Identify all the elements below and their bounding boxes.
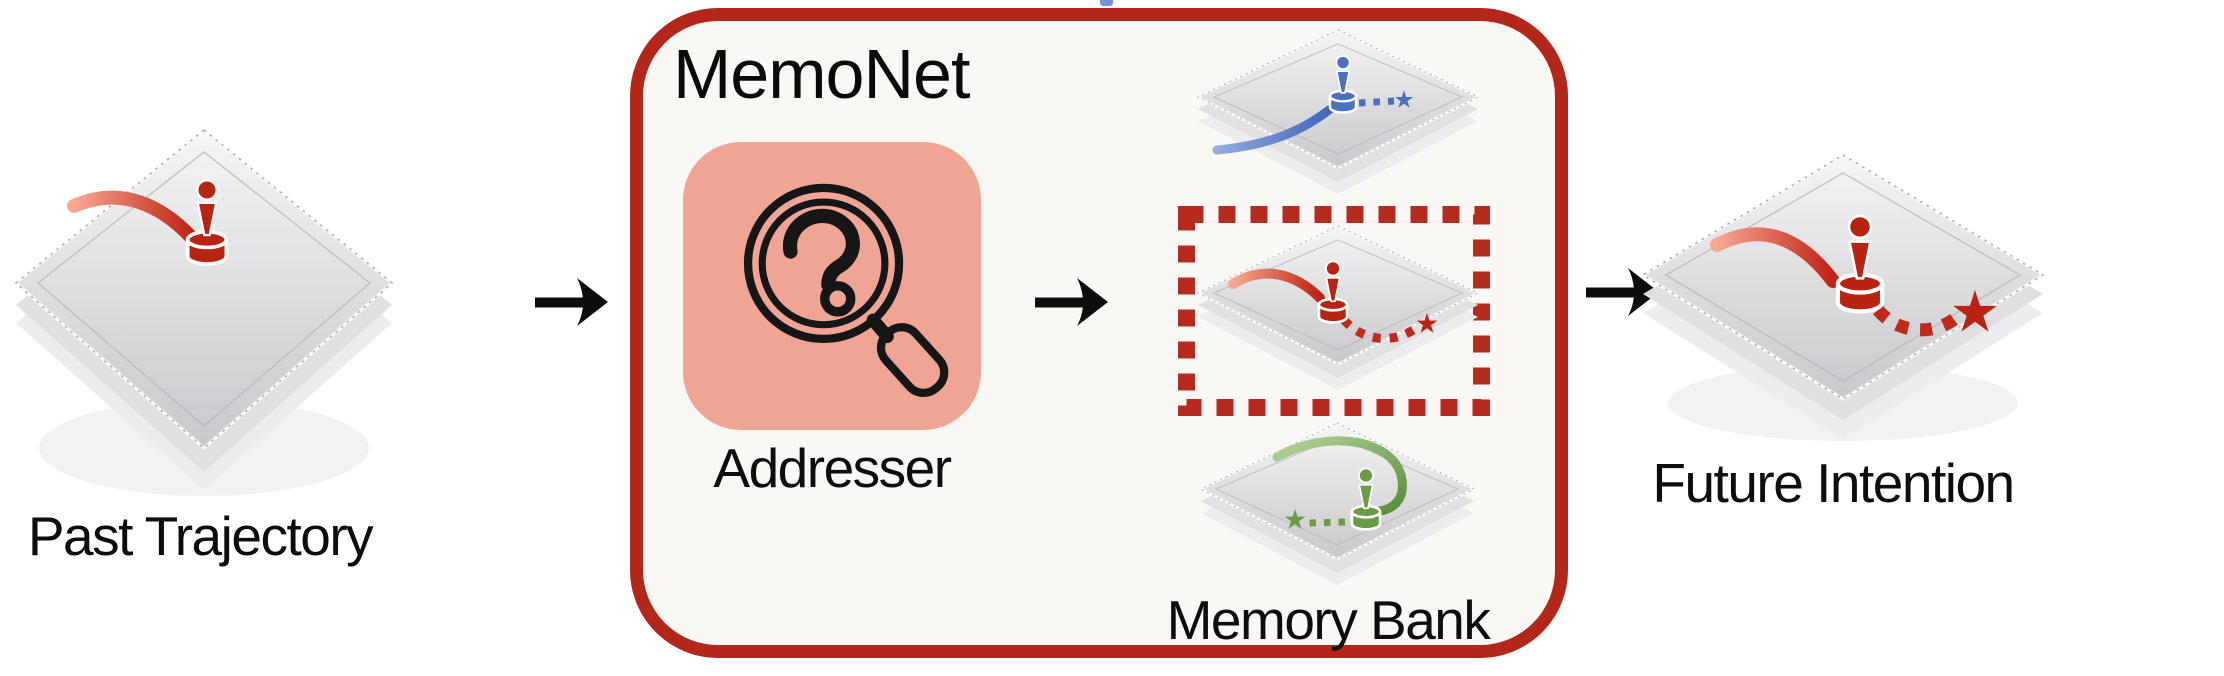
future-intention-label: Future Intention	[1652, 452, 2015, 514]
addresser-tile	[683, 142, 981, 430]
stray-mark	[1100, 0, 1113, 6]
memory-bank-label: Memory Bank	[1166, 589, 1491, 651]
selected-memory-outline	[1178, 206, 1490, 416]
arrow-right-icon	[1035, 278, 1108, 326]
past-trajectory-platform	[14, 128, 394, 496]
past-trajectory-curve	[67, 190, 199, 245]
arrow-right-icon	[535, 278, 608, 326]
past-trajectory-label: Past Trajectory	[27, 505, 374, 567]
addresser-label: Addresser	[713, 437, 952, 499]
magnifier-question-icon	[743, 183, 949, 398]
memonet-title: MemoNet	[673, 35, 970, 113]
future-intention-platform	[1641, 153, 2045, 441]
memory-instance-red	[1196, 224, 1480, 390]
memory-instance-blue	[1196, 28, 1480, 194]
memory-instance-green	[1199, 421, 1476, 585]
arrow-right-icon	[1586, 268, 1659, 316]
